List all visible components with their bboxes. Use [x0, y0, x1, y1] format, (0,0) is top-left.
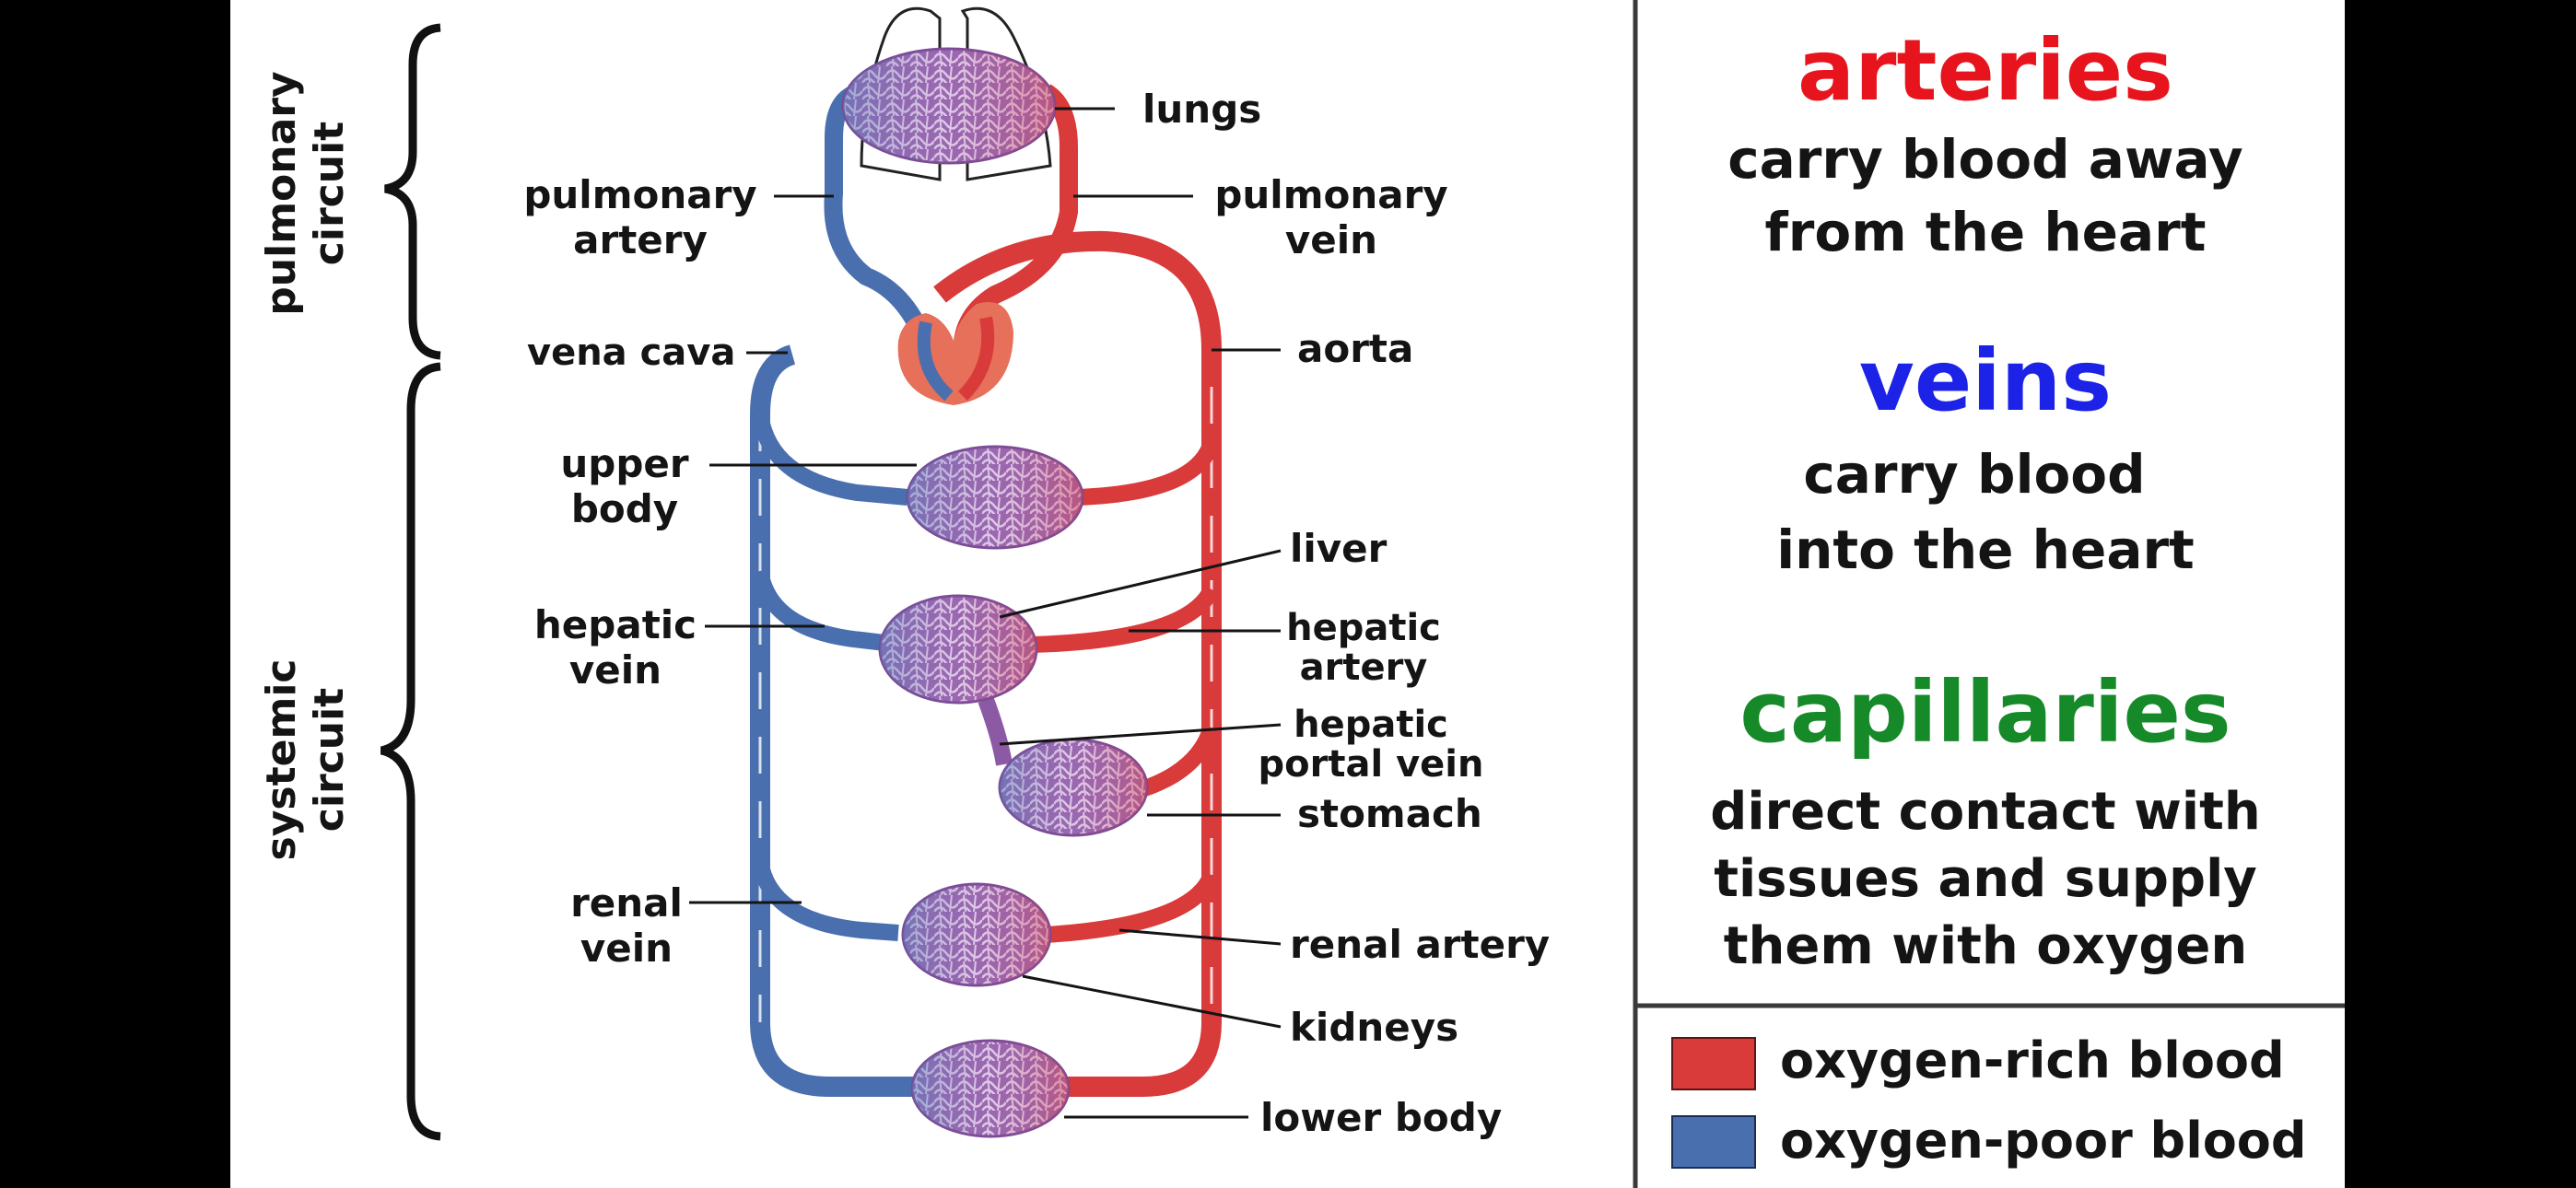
systemic-circuit-line2: circuit [306, 688, 353, 832]
label-hepatic-vein-line1: hepatic [534, 602, 697, 647]
label-hepatic-portal-vein-line1: hepatic [1294, 704, 1448, 746]
label-liver: liver [1290, 526, 1388, 571]
right-lung-outline [960, 6, 1052, 181]
label-aorta: aorta [1297, 326, 1413, 371]
pulmonary-circuit-line2: circuit [306, 122, 353, 265]
pulmonary-artery-vessel [824, 83, 940, 362]
label-lungs: lungs [1142, 87, 1261, 132]
label-renal-artery: renal artery [1290, 922, 1550, 967]
systemic-brace [380, 362, 441, 1141]
label-hepatic-portal-vein-line2: portal vein [1259, 743, 1484, 786]
legend-oxygen-rich: oxygen-rich blood [1780, 1031, 2285, 1089]
label-renal-vein-line2: vein [580, 926, 673, 971]
veins-line1: carry blood [1803, 443, 2145, 506]
arteries-heading: arteries [1797, 21, 2173, 120]
label-vena-cava: vena cava [527, 332, 735, 374]
leader-lines [689, 107, 1282, 1119]
systemic-circuit-line1: systemic [258, 659, 305, 861]
aorta-vessel [933, 230, 1222, 1097]
diagram-labels: lungs pulmonary artery pulmonary vein ve… [523, 87, 1550, 1140]
lungs-illustration [860, 6, 1052, 181]
capillaries-line3: them with oxygen [1724, 916, 2248, 976]
capillaries-line2: tissues and supply [1714, 849, 2257, 909]
arteries-line1: carry blood away [1727, 128, 2242, 191]
pulmonary-circuit-line1: pulmonary [258, 71, 305, 315]
red-swatch-icon [1671, 1037, 1756, 1090]
label-upper-body-line2: body [571, 486, 678, 531]
heart-illustration [897, 302, 1013, 405]
left-lung-outline [860, 6, 942, 181]
label-kidneys: kidneys [1290, 1005, 1458, 1050]
legend: oxygen-rich blood oxygen-poor blood [1671, 1031, 2307, 1170]
blood-vessels [750, 83, 1222, 1097]
left-letterbox [0, 0, 230, 1188]
pulmonary-circuit-label: pulmonary circuit [258, 71, 353, 315]
arteries-line2: from the heart [1765, 201, 2207, 263]
label-hepatic-artery-line1: hepatic [1286, 607, 1441, 649]
label-hepatic-vein-line2: vein [569, 647, 662, 693]
definitions: arteries carry blood away from the heart… [1710, 21, 2260, 976]
label-hepatic-artery-line2: artery [1300, 646, 1428, 689]
capillaries-line1: direct contact with [1710, 782, 2260, 842]
label-pulmonary-vein-line2: vein [1285, 217, 1377, 262]
label-pulmonary-vein-line1: pulmonary [1214, 172, 1447, 217]
veins-line2: into the heart [1776, 518, 2195, 581]
right-letterbox [2345, 0, 2576, 1188]
label-stomach: stomach [1297, 791, 1482, 836]
capillary-beds [841, 47, 1149, 1138]
pulmonary-brace [383, 23, 441, 360]
vena-cava-vessel [750, 344, 921, 1097]
veins-heading: veins [1859, 332, 2112, 430]
label-pulmonary-artery-line1: pulmonary [523, 172, 756, 217]
label-lower-body: lower body [1260, 1095, 1502, 1140]
definitions-panel [1635, 0, 2345, 1188]
capillaries-heading: capillaries [1739, 663, 2231, 762]
legend-oxygen-poor: oxygen-poor blood [1780, 1112, 2307, 1170]
blue-swatch-icon [1671, 1115, 1756, 1169]
label-pulmonary-artery-line2: artery [573, 217, 708, 262]
label-renal-vein-line1: renal [570, 880, 683, 926]
systemic-circuit-label: systemic circuit [258, 659, 353, 861]
diagram-panel [230, 0, 1635, 1188]
label-upper-body-line1: upper [560, 441, 689, 486]
